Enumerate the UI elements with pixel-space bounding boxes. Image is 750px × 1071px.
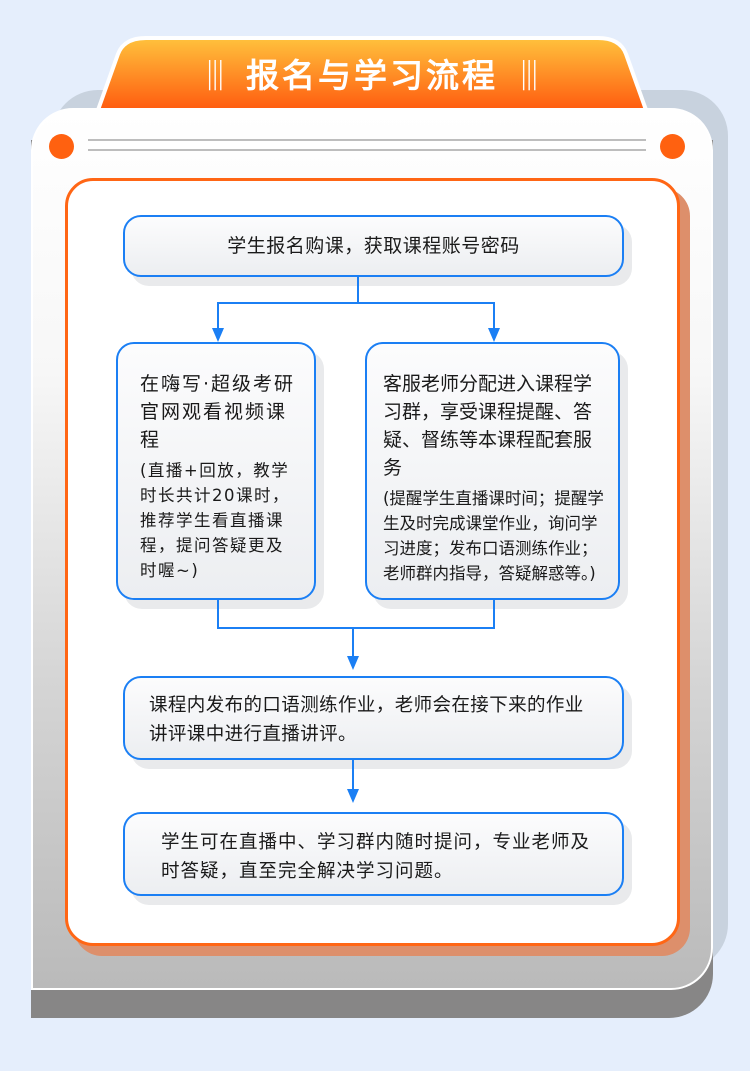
right-ornament: |||	[520, 55, 538, 91]
connector-line	[217, 302, 495, 304]
arrow-down-icon	[347, 656, 359, 670]
divider-line	[88, 139, 646, 141]
title-text: 报名与学习流程	[246, 56, 498, 95]
divider-line	[88, 149, 646, 151]
connector-line	[493, 302, 495, 328]
arrow-down-icon	[488, 328, 500, 342]
page-title: ||| 报名与学习流程 |||	[96, 36, 648, 110]
connector-line	[352, 627, 354, 657]
right-dot-icon	[660, 134, 685, 159]
arrow-down-icon	[347, 789, 359, 803]
arrow-down-icon	[212, 328, 224, 342]
flow-step-3: 课程内发布的口语测练作业，老师会在接下来的作业讲评课中进行直播讲评。	[123, 676, 624, 760]
step-2-left-sub: (直播+回放，教学时长共计20课时，推荐学生看直播课程，提问答疑更及时喔~)	[140, 461, 290, 580]
connector-line	[217, 600, 219, 629]
step-4-text: 学生可在直播中、学习群内随时提问，专业老师及时答疑，直至完全解决学习问题。	[161, 832, 591, 882]
connector-line	[217, 302, 219, 328]
connector-line	[357, 277, 359, 303]
left-ornament: |||	[206, 55, 224, 91]
flow-step-4: 学生可在直播中、学习群内随时提问，专业老师及时答疑，直至完全解决学习问题。	[123, 812, 624, 896]
tab-shape	[96, 36, 648, 110]
step-2-right-sub: (提醒学生直播课时间；提醒学生及时完成课堂作业，询问学习进度；发布口语测练作业；…	[383, 489, 604, 583]
title-tab: ||| 报名与学习流程 |||	[96, 36, 648, 110]
flow-step-2-right: 客服老师分配进入课程学习群，享受课程提醒、答疑、督练等本课程配套服务 (提醒学生…	[365, 342, 620, 600]
left-dot-icon	[49, 134, 74, 159]
connector-line	[493, 600, 495, 629]
step-1-text: 学生报名购课，获取课程账号密码	[227, 235, 520, 257]
step-2-left-main: 在嗨写·超级考研官网观看视频课程	[140, 373, 296, 451]
step-3-text: 课程内发布的口语测练作业，老师会在接下来的作业讲评课中进行直播讲评。	[149, 695, 584, 745]
connector-line	[352, 760, 354, 790]
flow-step-1: 学生报名购课，获取课程账号密码	[123, 215, 624, 277]
connector-line	[217, 627, 495, 629]
flow-step-2-left: 在嗨写·超级考研官网观看视频课程 (直播+回放，教学时长共计20课时，推荐学生看…	[116, 342, 316, 600]
step-2-right-main: 客服老师分配进入课程学习群，享受课程提醒、答疑、督练等本课程配套服务	[383, 373, 593, 479]
